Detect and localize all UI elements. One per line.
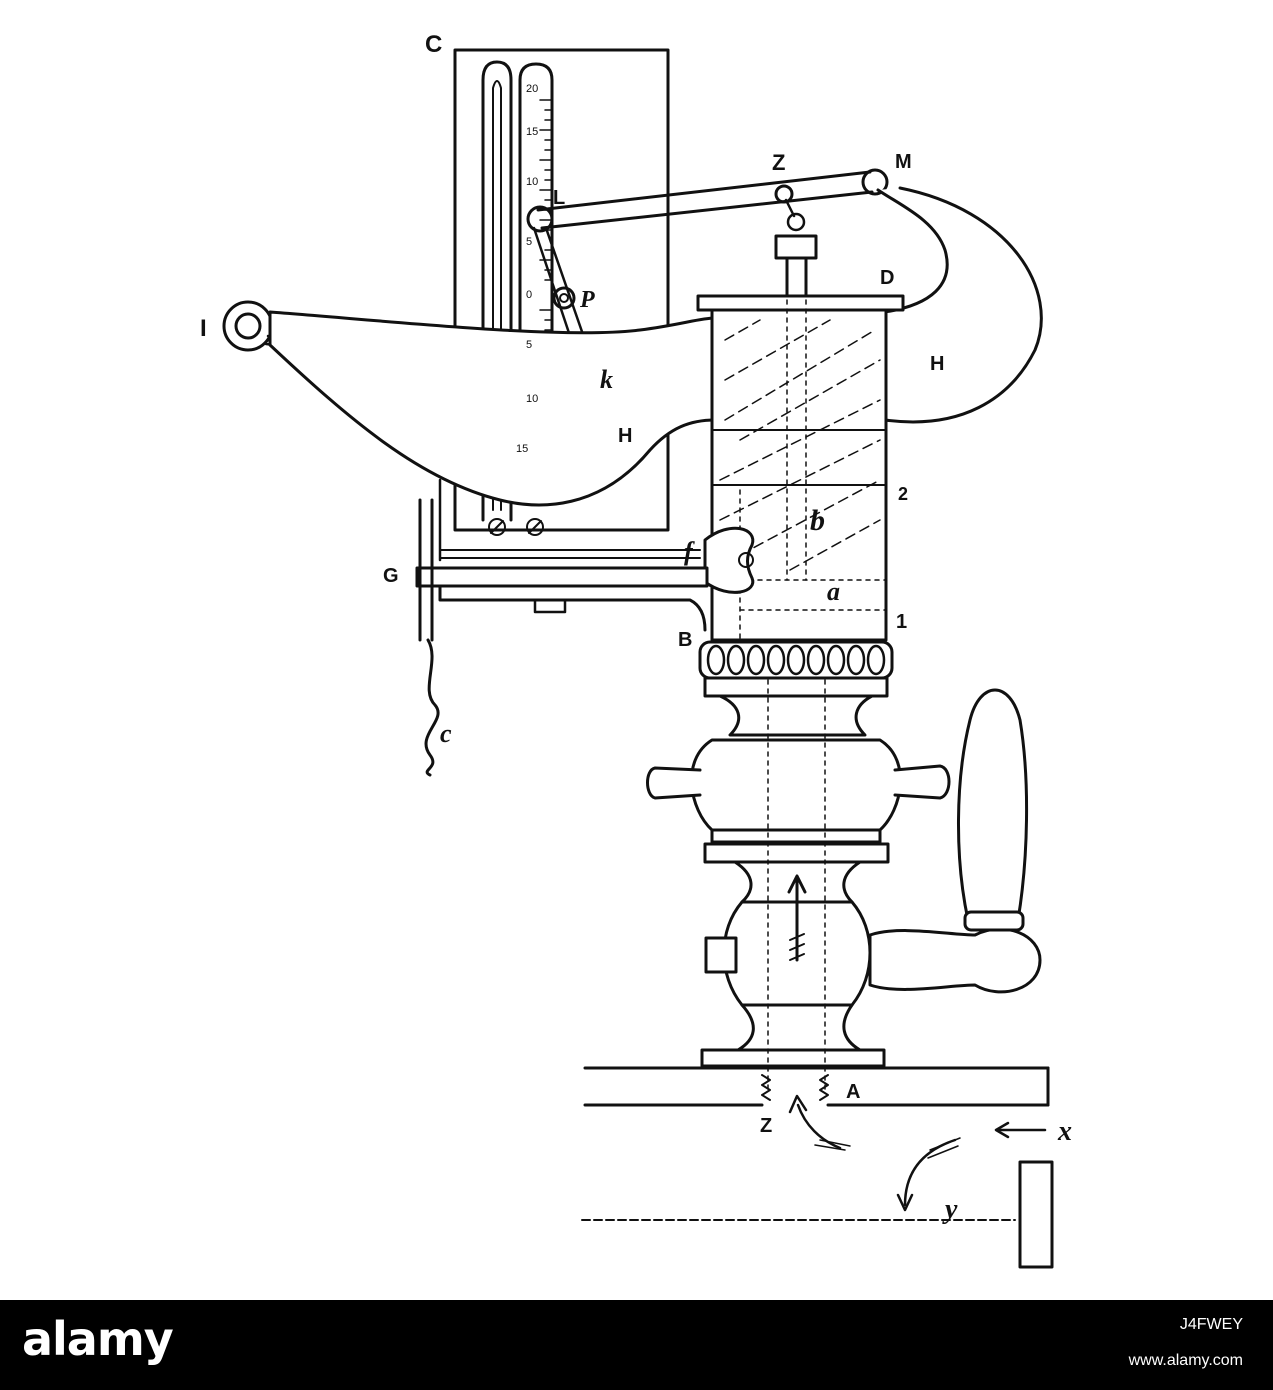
label-c: c [440, 719, 452, 748]
tap-grip [956, 688, 1029, 922]
label-Z-top: Z [772, 150, 785, 175]
label-D: D [880, 267, 894, 289]
label-G: G [383, 565, 399, 587]
svg-text:0: 0 [526, 289, 532, 301]
label-1: 1 [896, 611, 907, 633]
scale-strip [518, 62, 554, 457]
label-f: f [684, 537, 695, 566]
apparatus-diagram: 20 15 10 5 0 5 10 15 C L Z M D I P k H H… [200, 31, 1072, 1269]
ring-I [222, 300, 274, 352]
pivot-M [861, 168, 889, 196]
svg-text:10: 10 [526, 176, 538, 188]
back-plate [453, 48, 670, 532]
svg-text:10: 10 [526, 393, 538, 405]
neck-upper [718, 694, 874, 737]
label-x: x [1057, 1116, 1072, 1147]
svg-text:5: 5 [526, 236, 532, 248]
label-k: k [600, 365, 613, 394]
cover-plate-D [696, 294, 905, 312]
thermometer-tube [481, 60, 513, 522]
lever-upper-edge [536, 170, 872, 212]
post [1018, 1160, 1054, 1269]
flow-arrow-z [796, 1103, 842, 1150]
handle-left [646, 766, 702, 800]
svg-text:15: 15 [526, 126, 538, 138]
knurl-pattern [706, 644, 886, 676]
plate-middle [703, 842, 890, 864]
scale-numbers: 20 15 10 5 0 5 10 15 [516, 83, 538, 455]
svg-text:5: 5 [526, 339, 532, 351]
arm-left-H [268, 310, 717, 507]
label-P: P [579, 287, 595, 313]
label-b: b [810, 504, 825, 537]
svg-text:20: 20 [526, 83, 538, 95]
svg-text:15: 15 [516, 443, 528, 455]
label-a: a [827, 577, 840, 606]
site-url: www.alamy.com [1128, 1352, 1243, 1369]
label-I: I [200, 315, 207, 342]
pivot-Z [774, 184, 794, 204]
pivot-L [526, 205, 554, 233]
cylinder-hatching [719, 319, 881, 571]
watermark-footer: alamy J4FWEY www.alamy.com [0, 1300, 1273, 1390]
label-H-right: H [930, 353, 944, 375]
rod-block [774, 234, 818, 260]
bulb-upper [690, 738, 902, 832]
base-plate [700, 1048, 886, 1068]
label-C-top: C [425, 31, 442, 58]
thermometer-bore [492, 80, 502, 511]
screw-right [526, 518, 544, 536]
wire-c [424, 638, 440, 777]
label-2: 2 [898, 484, 908, 504]
arm-right-H [876, 186, 1043, 424]
label-H-left: H [618, 425, 632, 447]
tap-handle [868, 927, 1042, 994]
pivot-P [552, 286, 576, 310]
label-M: M [895, 151, 912, 173]
label-Z-bottom: Z [760, 1115, 772, 1137]
image-id: J4FWEY [1179, 1316, 1243, 1333]
label-B: B [678, 629, 692, 651]
brand-logo: alamy [22, 1312, 174, 1366]
handle-right [893, 764, 951, 800]
valve-f [703, 526, 755, 594]
label-A: A [846, 1081, 860, 1103]
lever-lower-edge [540, 190, 874, 230]
label-y: y [942, 1194, 958, 1225]
screw-left [488, 518, 506, 536]
bracket-G [415, 566, 709, 588]
diagram-canvas: 20 15 10 5 0 5 10 15 C L Z M D I P k H H… [200, 31, 1072, 1269]
label-L: L [553, 187, 565, 209]
